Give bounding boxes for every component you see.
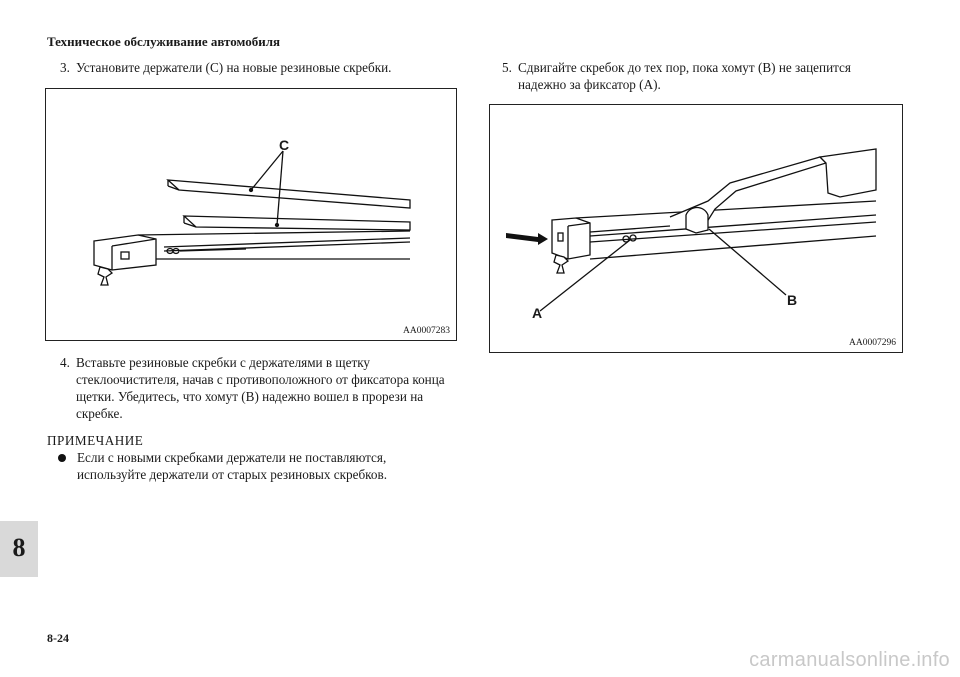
figure-code: AA0007296 (849, 338, 896, 348)
figure-slide: A B AA0007296 (489, 104, 903, 353)
label-c: C (279, 137, 290, 153)
step-text: Вставьте резиновые скребки с держателями… (76, 355, 445, 421)
chapter-tab: 8 (0, 521, 38, 577)
figure-code: AA0007283 (403, 326, 450, 336)
bullet-icon (58, 454, 66, 462)
page-header: Техническое обслуживание автомобиля (47, 34, 281, 49)
note-text: Если с новыми скребками держатели не пос… (77, 450, 388, 482)
watermark: carmanualsonline.info (749, 649, 950, 671)
step-3: 3. Установите держатели (С) на новые рез… (60, 59, 460, 76)
figure-holders: C AA0007283 (45, 88, 457, 341)
page-number: 8-24 (47, 631, 69, 645)
chapter-number: 8 (12, 533, 26, 562)
wiper-holders-illustration (93, 150, 411, 286)
label-a: A (532, 305, 543, 321)
step-number: 3. (60, 60, 70, 75)
step-text: Сдвигайте скребок до тех пор, пока хомут… (518, 60, 851, 92)
note-title: ПРИМЕЧАНИЕ (47, 433, 144, 448)
step-5: 5. Сдвигайте скребок до тех пор, пока хо… (502, 59, 902, 93)
step-4: 4. Вставьте резиновые скребки с держател… (60, 354, 465, 422)
step-number: 4. (60, 355, 70, 370)
label-b: B (787, 292, 798, 308)
step-text: Установите держатели (С) на новые резино… (76, 60, 392, 75)
note-bullet: Если с новыми скребками держатели не пос… (58, 449, 418, 483)
wiper-slide-illustration (506, 148, 877, 312)
step-number: 5. (502, 60, 512, 75)
